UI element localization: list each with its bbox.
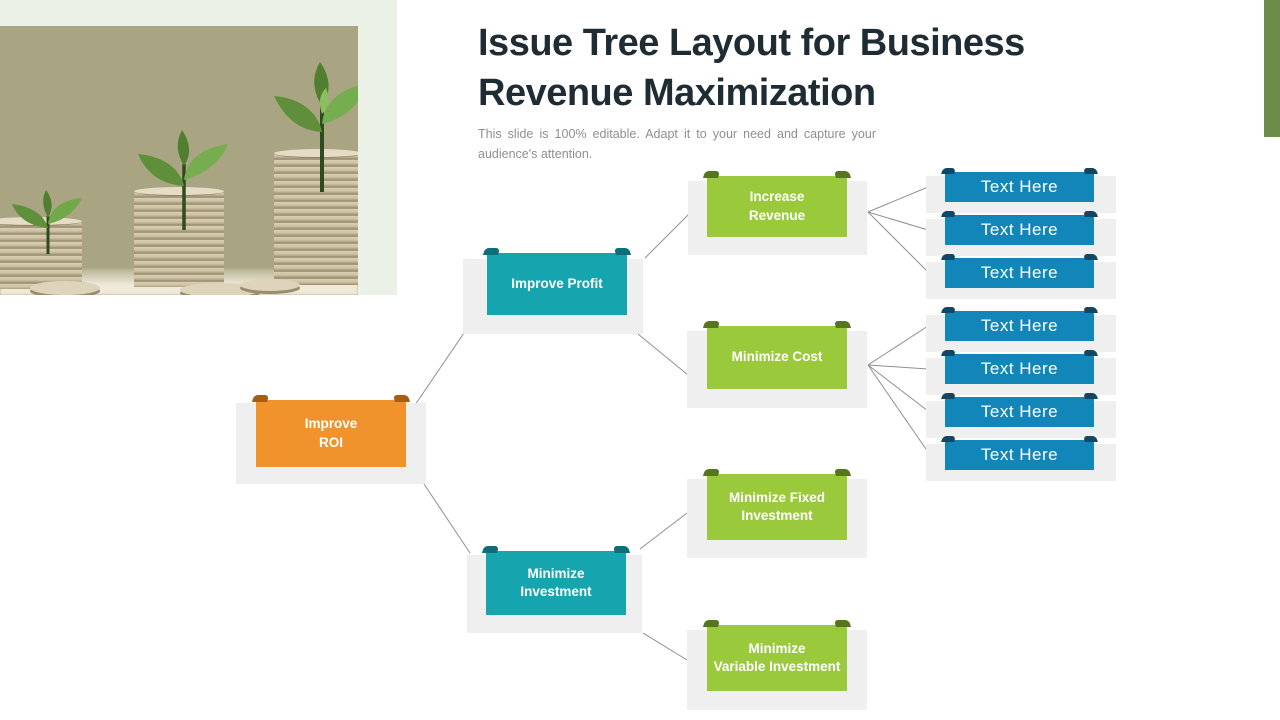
coin-stacks-growth-photo <box>0 26 358 295</box>
node-minimize-fixed-investment[interactable]: Minimize Fixed Investment <box>707 474 847 540</box>
coin-stack-large <box>274 149 358 285</box>
loose-coin <box>30 281 100 295</box>
leaf-text-placeholder[interactable]: Text Here <box>945 215 1094 245</box>
node-minimize-investment[interactable]: Minimize Investment <box>486 551 626 615</box>
leaf-text-placeholder[interactable]: Text Here <box>945 311 1094 341</box>
plant-sprout-medium <box>138 130 228 230</box>
loose-coin <box>240 279 300 291</box>
leaf-text-placeholder[interactable]: Text Here <box>945 172 1094 202</box>
node-minimize-cost[interactable]: Minimize Cost <box>707 326 847 389</box>
page-subtitle: This slide is 100% editable. Adapt it to… <box>478 127 876 161</box>
node-improve-roi[interactable]: Improve ROI <box>256 400 406 467</box>
coin-stack-medium <box>134 187 224 287</box>
leaf-text-placeholder[interactable]: Text Here <box>945 440 1094 470</box>
leaf-text-placeholder[interactable]: Text Here <box>945 397 1094 427</box>
node-improve-profit[interactable]: Improve Profit <box>487 253 627 315</box>
page-title: Issue Tree Layout for Business Revenue M… <box>478 22 1025 115</box>
accent-bar <box>1264 0 1280 137</box>
node-increase-revenue[interactable]: Increase Revenue <box>707 176 847 237</box>
node-minimize-variable-investment[interactable]: Minimize Variable Investment <box>707 625 847 691</box>
leaf-text-placeholder[interactable]: Text Here <box>945 354 1094 384</box>
plant-sprout-small <box>12 190 82 254</box>
leaf-text-placeholder[interactable]: Text Here <box>945 258 1094 288</box>
plant-sprout-large <box>274 62 358 192</box>
